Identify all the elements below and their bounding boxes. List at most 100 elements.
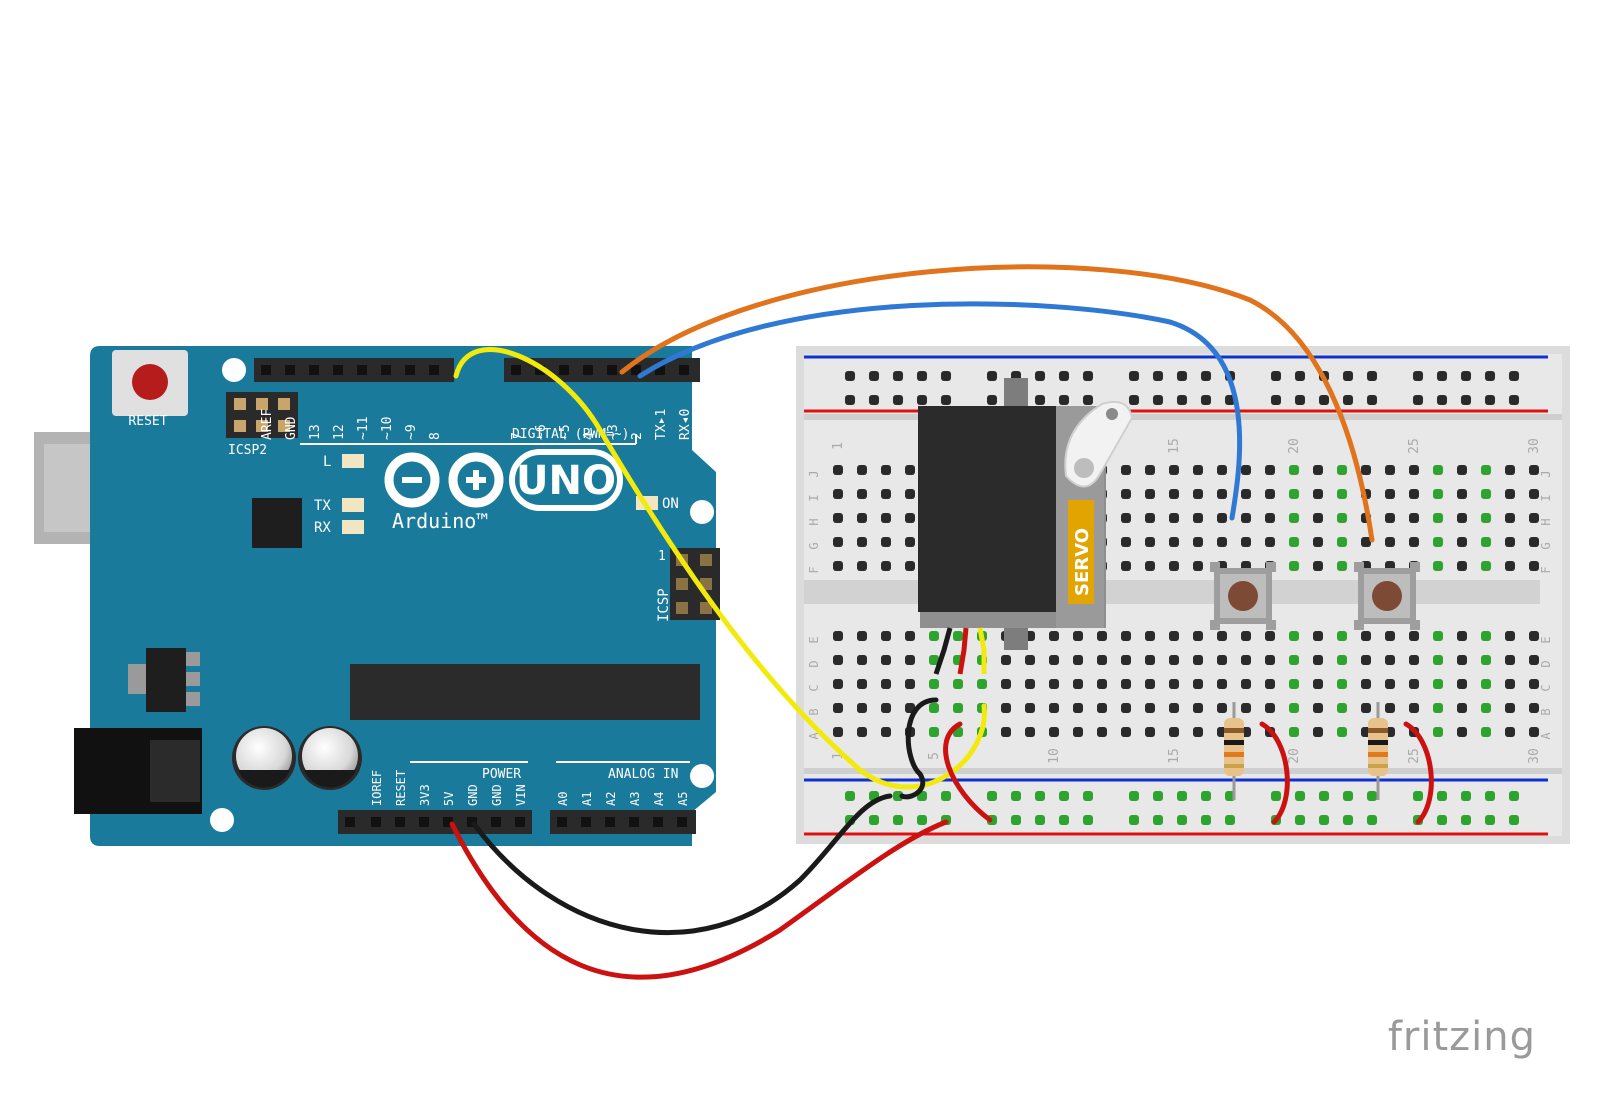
header-pin[interactable] xyxy=(677,817,687,827)
power-rail-hole[interactable] xyxy=(917,815,927,825)
breadboard-hole[interactable] xyxy=(1313,513,1323,523)
breadboard-hole[interactable] xyxy=(1361,465,1371,475)
header-pin[interactable] xyxy=(535,365,545,375)
breadboard-hole[interactable] xyxy=(1193,561,1203,571)
breadboard-hole[interactable] xyxy=(1433,489,1443,499)
power-rail-hole[interactable] xyxy=(1083,371,1093,381)
breadboard-hole[interactable] xyxy=(929,727,939,737)
header-pin[interactable] xyxy=(629,817,639,827)
breadboard-hole[interactable] xyxy=(1169,537,1179,547)
power-rail-hole[interactable] xyxy=(1271,791,1281,801)
breadboard-hole[interactable] xyxy=(1385,703,1395,713)
power-rail-hole[interactable] xyxy=(1509,791,1519,801)
breadboard-hole[interactable] xyxy=(1337,465,1347,475)
breadboard-hole[interactable] xyxy=(1457,655,1467,665)
breadboard-hole[interactable] xyxy=(833,537,843,547)
breadboard-hole[interactable] xyxy=(1505,631,1515,641)
breadboard-hole[interactable] xyxy=(1337,655,1347,665)
breadboard-hole[interactable] xyxy=(1505,703,1515,713)
breadboard-hole[interactable] xyxy=(1169,631,1179,641)
breadboard-hole[interactable] xyxy=(1169,465,1179,475)
breadboard-hole[interactable] xyxy=(833,561,843,571)
breadboard-hole[interactable] xyxy=(1001,655,1011,665)
header-pin[interactable] xyxy=(419,817,429,827)
breadboard-hole[interactable] xyxy=(833,631,843,641)
breadboard-hole[interactable] xyxy=(1049,727,1059,737)
breadboard-hole[interactable] xyxy=(1385,679,1395,689)
breadboard-hole[interactable] xyxy=(1265,703,1275,713)
power-rail-hole[interactable] xyxy=(1059,371,1069,381)
breadboard-hole[interactable] xyxy=(1193,679,1203,689)
breadboard-hole[interactable] xyxy=(1433,465,1443,475)
breadboard-hole[interactable] xyxy=(1049,655,1059,665)
breadboard-hole[interactable] xyxy=(1481,679,1491,689)
breadboard-hole[interactable] xyxy=(1337,727,1347,737)
breadboard-hole[interactable] xyxy=(1241,631,1251,641)
breadboard-hole[interactable] xyxy=(1505,561,1515,571)
breadboard-hole[interactable] xyxy=(1313,727,1323,737)
power-rail-hole[interactable] xyxy=(1413,395,1423,405)
breadboard-hole[interactable] xyxy=(1529,703,1539,713)
breadboard-hole[interactable] xyxy=(857,655,867,665)
power-rail-hole[interactable] xyxy=(1461,815,1471,825)
breadboard-hole[interactable] xyxy=(1481,465,1491,475)
breadboard-hole[interactable] xyxy=(977,679,987,689)
breadboard-hole[interactable] xyxy=(1241,489,1251,499)
breadboard-hole[interactable] xyxy=(1241,465,1251,475)
breadboard-hole[interactable] xyxy=(1385,631,1395,641)
power-rail-hole[interactable] xyxy=(1177,371,1187,381)
power-rail-hole[interactable] xyxy=(1271,371,1281,381)
power-rail-hole[interactable] xyxy=(1485,395,1495,405)
wire-yellow[interactable] xyxy=(453,347,987,790)
breadboard-hole[interactable] xyxy=(1505,489,1515,499)
breadboard-hole[interactable] xyxy=(1169,727,1179,737)
breadboard-hole[interactable] xyxy=(1289,631,1299,641)
header-pin[interactable] xyxy=(395,817,405,827)
breadboard-hole[interactable] xyxy=(1457,513,1467,523)
wire-red-jumper[interactable] xyxy=(943,721,993,823)
power-rail-hole[interactable] xyxy=(941,371,951,381)
breadboard-hole[interactable] xyxy=(857,513,867,523)
power-rail-hole[interactable] xyxy=(1035,815,1045,825)
breadboard-hole[interactable] xyxy=(1457,703,1467,713)
wire-red-5v[interactable] xyxy=(449,819,949,980)
header-pin[interactable] xyxy=(605,817,615,827)
header-pin[interactable] xyxy=(345,817,355,827)
breadboard-hole[interactable] xyxy=(1145,489,1155,499)
breadboard-hole[interactable] xyxy=(1361,703,1371,713)
power-rail-hole[interactable] xyxy=(1129,395,1139,405)
header-pin[interactable] xyxy=(557,817,567,827)
breadboard-hole[interactable] xyxy=(881,489,891,499)
breadboard-hole[interactable] xyxy=(881,655,891,665)
power-rail-hole[interactable] xyxy=(1319,791,1329,801)
breadboard-hole[interactable] xyxy=(1121,465,1131,475)
breadboard-hole[interactable] xyxy=(1121,631,1131,641)
breadboard-hole[interactable] xyxy=(905,489,915,499)
breadboard-hole[interactable] xyxy=(1505,727,1515,737)
wire-red-jumper[interactable] xyxy=(1403,721,1434,825)
breadboard-hole[interactable] xyxy=(1505,537,1515,547)
breadboard-hole[interactable] xyxy=(1505,655,1515,665)
power-rail-hole[interactable] xyxy=(1083,815,1093,825)
breadboard-hole[interactable] xyxy=(1433,561,1443,571)
power-rail-hole[interactable] xyxy=(1153,371,1163,381)
breadboard-hole[interactable] xyxy=(1385,655,1395,665)
power-rail-hole[interactable] xyxy=(1413,791,1423,801)
power-rail-hole[interactable] xyxy=(893,791,903,801)
power-rail-hole[interactable] xyxy=(1011,791,1021,801)
breadboard-hole[interactable] xyxy=(1217,679,1227,689)
power-rail-hole[interactable] xyxy=(987,395,997,405)
breadboard-hole[interactable] xyxy=(1217,537,1227,547)
power-rail-hole[interactable] xyxy=(1035,395,1045,405)
breadboard-hole[interactable] xyxy=(1433,727,1443,737)
breadboard-hole[interactable] xyxy=(1169,513,1179,523)
header-pin[interactable] xyxy=(333,365,343,375)
wire-black-gnd[interactable] xyxy=(471,793,893,935)
breadboard-hole[interactable] xyxy=(1457,561,1467,571)
power-rail-hole[interactable] xyxy=(1129,371,1139,381)
breadboard-hole[interactable] xyxy=(1409,489,1419,499)
breadboard-hole[interactable] xyxy=(881,679,891,689)
header-pin[interactable] xyxy=(581,817,591,827)
power-rail-hole[interactable] xyxy=(1177,815,1187,825)
breadboard-hole[interactable] xyxy=(1409,703,1419,713)
